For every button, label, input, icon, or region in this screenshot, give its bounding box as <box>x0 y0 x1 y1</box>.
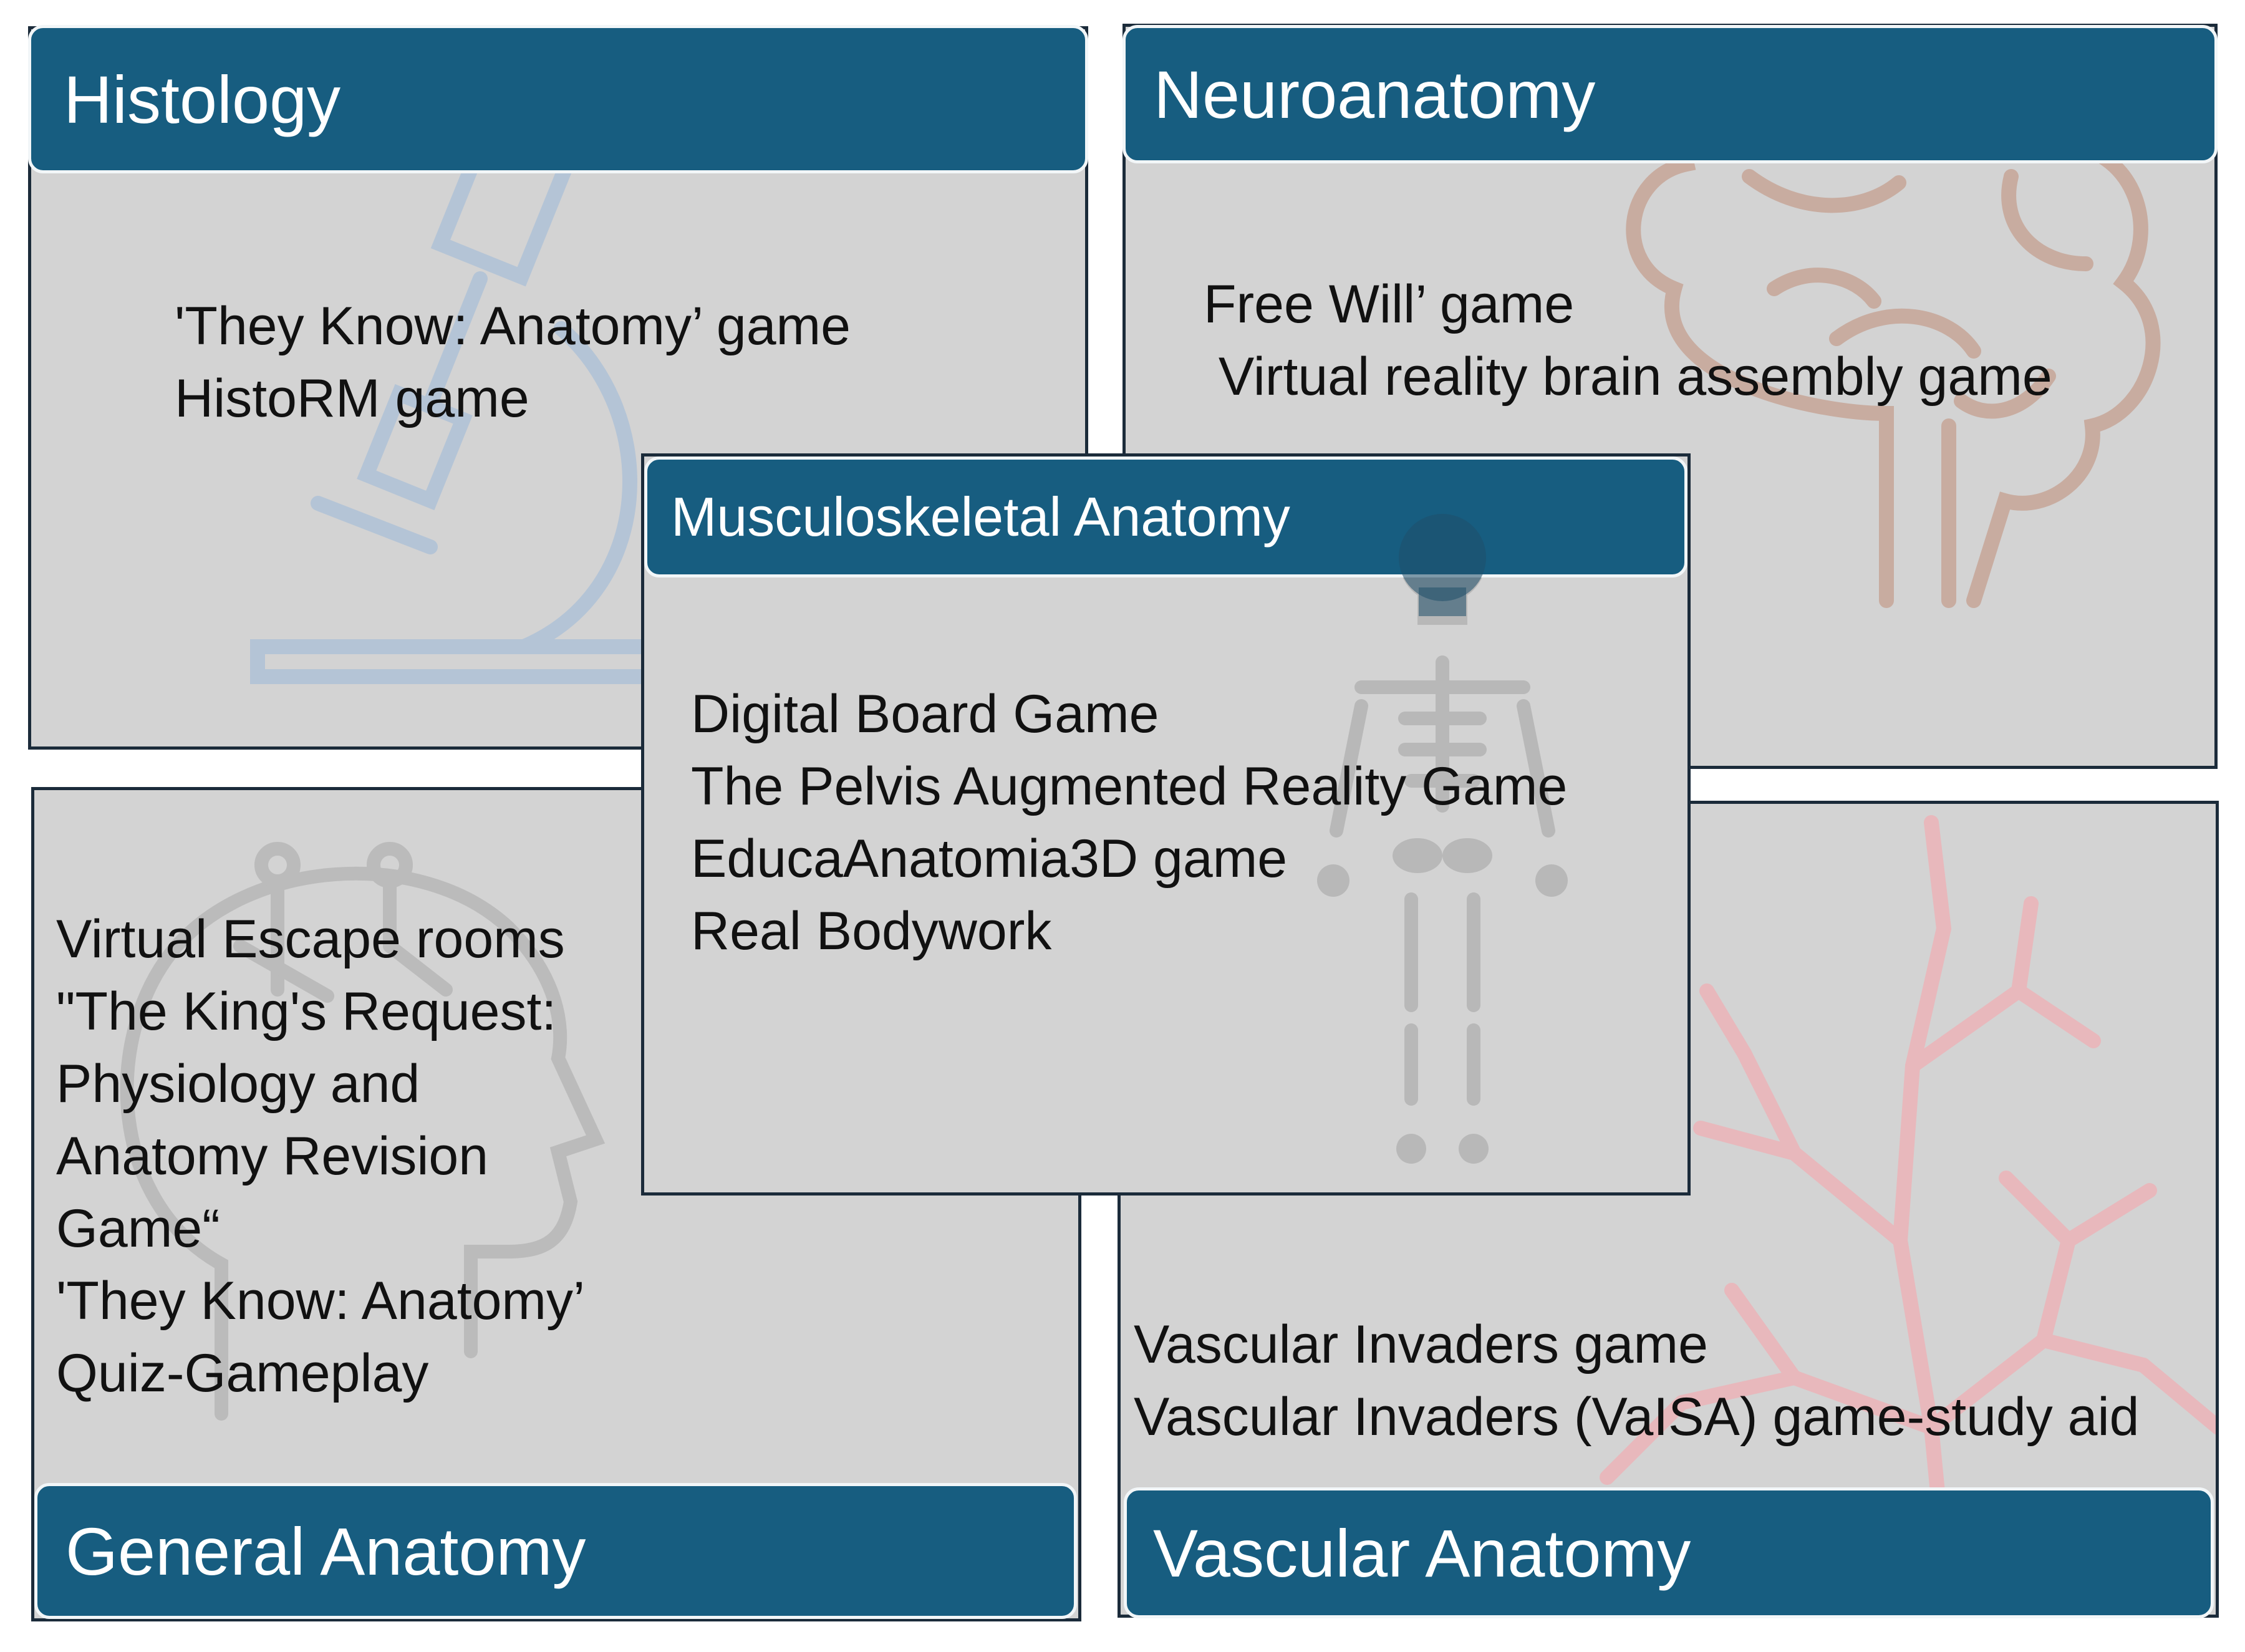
histology-items: 'They Know: Anatomy’ game HistoRM game <box>175 290 851 435</box>
general-anatomy-items: Virtual Escape rooms "The King's Request… <box>56 903 585 1409</box>
list-item: HistoRM game <box>175 369 529 428</box>
musculoskeletal-items: Digital Board Game The Pelvis Augmented … <box>691 678 1567 967</box>
histology-header: Histology <box>28 25 1088 173</box>
list-item: EducaAnatomia3D game <box>691 829 1288 889</box>
general-anatomy-title: General Anatomy <box>65 1513 586 1589</box>
list-item: 'They Know: Anatomy’ game <box>175 296 851 356</box>
neuroanatomy-header: Neuroanatomy <box>1122 25 2218 163</box>
list-item: "The King's Request: <box>56 982 557 1041</box>
histology-title: Histology <box>64 61 341 137</box>
list-item: Vascular Invaders (VaISA) game-study aid <box>1134 1387 2140 1447</box>
list-item: Virtual reality brain assembly game <box>1204 347 2052 407</box>
list-item: Anatomy Revision <box>56 1126 489 1186</box>
head-circuit-icon <box>120 842 606 1421</box>
musculoskeletal-header: Musculoskeletal Anatomy <box>644 456 1687 577</box>
musculoskeletal-panel: Musculoskeletal Anatomy Digital Board Ga… <box>641 453 1691 1196</box>
list-item: Vascular Invaders game <box>1134 1315 1708 1374</box>
list-item: Physiology and <box>56 1054 420 1114</box>
vascular-anatomy-title: Vascular Anatomy <box>1153 1515 1691 1591</box>
list-item: Free Will’ game <box>1204 274 1575 334</box>
neuroanatomy-items: Free Will’ game Virtual reality brain as… <box>1204 268 2052 413</box>
neuroanatomy-title: Neuroanatomy <box>1154 56 1596 132</box>
list-item: Quiz-Gameplay <box>56 1343 429 1403</box>
blood-vessels-icon <box>1600 815 2216 1615</box>
list-item: 'They Know: Anatomy’ <box>56 1271 586 1331</box>
list-item: Digital Board Game <box>691 684 1159 744</box>
list-item: The Pelvis Augmented Reality Game <box>691 756 1568 816</box>
vascular-anatomy-header: Vascular Anatomy <box>1124 1487 2214 1618</box>
general-anatomy-header: General Anatomy <box>34 1483 1077 1619</box>
vascular-anatomy-items: Vascular Invaders game Vascular Invaders… <box>1134 1308 2139 1453</box>
musculoskeletal-title: Musculoskeletal Anatomy <box>671 486 1290 548</box>
list-item: Real Bodywork <box>691 901 1052 961</box>
skull-icon <box>1399 514 1486 616</box>
list-item: Virtual Escape rooms <box>56 909 565 969</box>
list-item: Game“ <box>56 1199 220 1258</box>
